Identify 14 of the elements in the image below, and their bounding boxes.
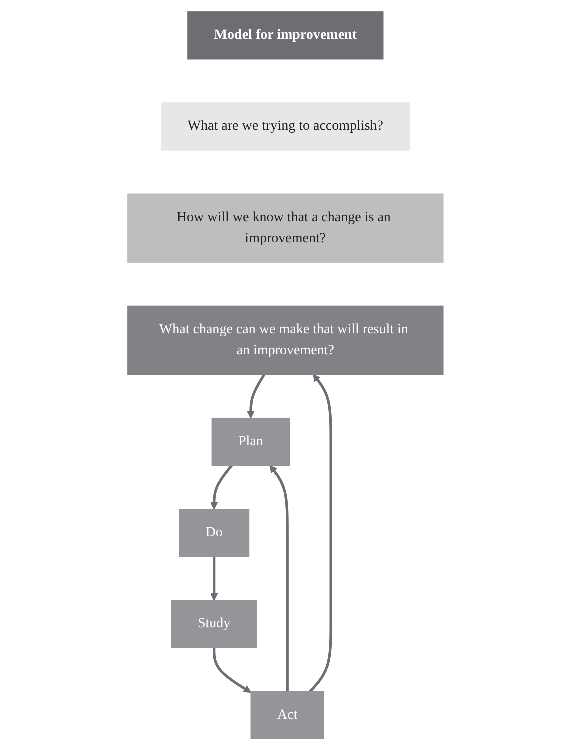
node-box: Model for improvement <box>187 12 384 60</box>
arrow <box>309 374 332 693</box>
node-box: Study <box>171 600 258 648</box>
node-box: What are we trying to accomplish? <box>160 102 410 151</box>
node-box: Plan <box>212 418 290 466</box>
arrow <box>269 465 289 692</box>
arrow <box>212 648 252 694</box>
node-box: Do <box>178 509 250 558</box>
node-box: Act <box>250 691 324 740</box>
node-box: How will we know that a change is an improvement? <box>127 194 444 263</box>
node-box: What change can we make that will result in an improvement? <box>127 306 444 376</box>
arrow <box>246 374 266 419</box>
arrow <box>210 556 218 601</box>
arrow <box>210 464 233 510</box>
